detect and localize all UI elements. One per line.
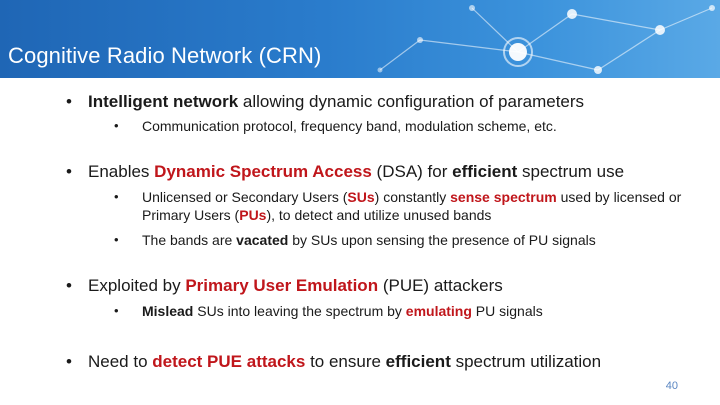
- bullet-intelligent-network: • Intelligent network allowing dynamic c…: [66, 92, 585, 112]
- text: Communication protocol, frequency band, …: [142, 118, 557, 134]
- bullet-detect-pue: • Need to detect PUE attacks to ensure e…: [66, 352, 602, 372]
- bullet-marker: •: [114, 303, 119, 318]
- text: The bands are: [142, 232, 237, 248]
- bullet-marker: •: [66, 276, 72, 295]
- text: to ensure: [305, 352, 386, 371]
- text: Exploited by: [88, 276, 186, 295]
- highlight-text: Dynamic Spectrum Access: [154, 162, 372, 181]
- bold-text: Intelligent network: [88, 92, 239, 111]
- highlight-text: emulating: [405, 303, 472, 319]
- highlight-text: detect PUE attacks: [152, 352, 306, 371]
- text: Need to: [88, 352, 153, 371]
- text: used by licensed or Primary Users (: [142, 189, 682, 223]
- bold-text: efficient: [385, 352, 451, 371]
- bullet-marker: •: [114, 118, 119, 133]
- highlight-text: Primary User Emulation: [185, 276, 379, 295]
- text: allowing dynamic configuration of parame…: [238, 92, 585, 111]
- text: Unlicensed or Secondary Users (: [142, 189, 348, 205]
- sub-bullet-vacated: • The bands are vacated by SUs upon sens…: [114, 231, 702, 249]
- network-graphic-icon: [377, 5, 715, 74]
- sub-bullet-mislead: • Mislead SUs into leaving the spectrum …: [114, 302, 702, 320]
- bullet-marker: •: [66, 352, 72, 371]
- title-bar: Cognitive Radio Network (CRN): [0, 0, 720, 78]
- text: ), to detect and utilize unused bands: [266, 207, 492, 223]
- bullet-marker: •: [66, 162, 72, 181]
- text: SUs into leaving the spectrum by: [193, 303, 406, 319]
- page-number: 40: [665, 380, 678, 392]
- text: by SUs upon sensing the presence of PU s…: [288, 232, 596, 248]
- sub-bullet-sense-spectrum: • Unlicensed or Secondary Users (SUs) co…: [114, 188, 702, 224]
- sub-bullet-parameters: • Communication protocol, frequency band…: [114, 117, 702, 135]
- bullet-marker: •: [114, 232, 119, 247]
- text: PU signals: [471, 303, 543, 319]
- text: (DSA) for: [371, 162, 453, 181]
- bullet-marker: •: [66, 92, 72, 111]
- bullet-marker: •: [114, 189, 119, 204]
- text: (PUE) attackers: [378, 276, 503, 295]
- highlight-text: PUs: [239, 207, 267, 223]
- text: Enables: [88, 162, 155, 181]
- slide-title: Cognitive Radio Network (CRN): [8, 43, 322, 68]
- text: spectrum utilization: [450, 352, 602, 371]
- bullet-pue-attackers: • Exploited by Primary User Emulation (P…: [66, 276, 503, 296]
- bold-text: vacated: [236, 232, 289, 248]
- bold-text: efficient: [452, 162, 518, 181]
- highlight-text: SUs: [347, 189, 375, 205]
- text: ) constantly: [374, 189, 451, 205]
- text: spectrum use: [517, 162, 625, 181]
- bold-text: Mislead: [142, 303, 194, 319]
- highlight-text: sense spectrum: [450, 189, 557, 205]
- bullet-dsa: • Enables Dynamic Spectrum Access (DSA) …: [66, 162, 625, 182]
